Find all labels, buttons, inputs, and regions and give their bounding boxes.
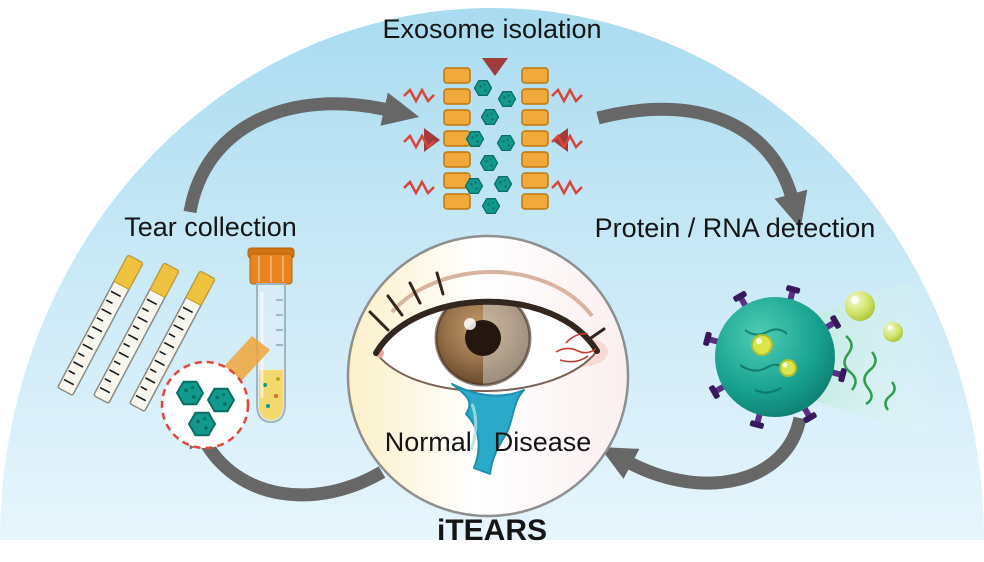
- label-normal: Normal: [384, 427, 472, 457]
- diagram-title: iTEARS: [436, 514, 547, 547]
- focus-triangle-top-icon: [482, 58, 508, 76]
- light-beam: [800, 270, 940, 440]
- upper-lash-line: [373, 298, 600, 356]
- pupil: [465, 320, 501, 356]
- flow-arrow-exosome-to-detection: [596, 102, 808, 229]
- collection-tube: [247, 247, 295, 424]
- label-disease: Disease: [493, 427, 592, 457]
- workflow-arrows: [183, 92, 808, 502]
- center-eye-circle: [346, 234, 630, 518]
- tear-drop: [451, 383, 525, 475]
- exosome-sphere: [715, 297, 835, 417]
- transducer-column-right: [521, 67, 549, 210]
- cataract-overlay: [483, 301, 530, 385]
- tear-highlight: [469, 403, 478, 451]
- flow-arrow-detection-to-center: [599, 416, 807, 490]
- exosome-isolation-device: [403, 58, 583, 214]
- flow-arrow-center-to-tear: [187, 409, 386, 502]
- eye-highlight: [464, 318, 476, 330]
- eye-illustration: [368, 270, 608, 475]
- inner-vesicles: [751, 334, 797, 377]
- tear-collection-illustration: [56, 247, 295, 450]
- eyelashes: [368, 271, 606, 342]
- detection-illustration: [703, 270, 940, 440]
- blood-vessels-icon: [555, 333, 597, 363]
- label-exosome-isolation: Exosome isolation: [382, 14, 602, 44]
- label-protein-rna-detection: Protein / RNA detection: [594, 213, 876, 243]
- acoustic-wave-icons: [403, 87, 583, 196]
- exosome-particles: [464, 80, 517, 214]
- released-vesicles: [845, 291, 903, 342]
- rna-strands: [843, 335, 896, 411]
- magnified-exosomes-circle: [160, 360, 250, 450]
- flow-arrow-tear-to-exosome: [183, 92, 420, 214]
- eyelid-crease: [390, 270, 594, 318]
- label-tear-collection: Tear collection: [124, 212, 297, 242]
- label-normal-disease: Normal Disease: [348, 427, 628, 458]
- focus-triangle-left-icon: [424, 128, 440, 152]
